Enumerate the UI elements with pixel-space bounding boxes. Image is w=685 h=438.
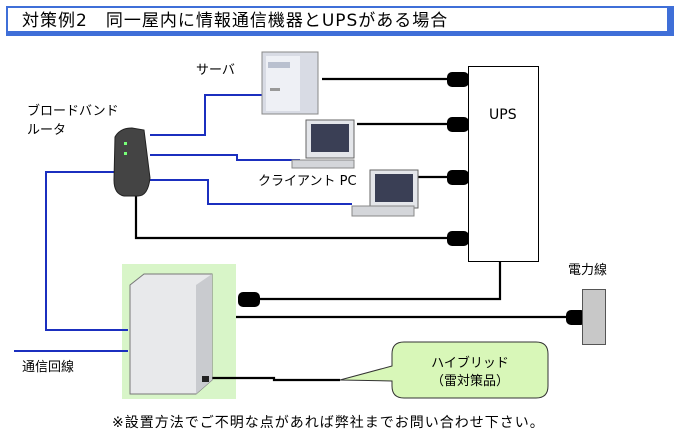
plug-power-line bbox=[566, 310, 586, 325]
client-pc-label: クライアント PC bbox=[258, 174, 357, 189]
comm-line-label: 通信回線 bbox=[22, 360, 75, 375]
plug-server bbox=[447, 72, 469, 87]
page-title: 対策例2 同一屋内に情報通信機器とUPSがある場合 bbox=[22, 11, 449, 31]
router-label-line2: ルータ bbox=[27, 123, 67, 138]
title-bar: 対策例2 同一屋内に情報通信機器とUPSがある場合 bbox=[6, 6, 674, 36]
router-power-cable bbox=[134, 195, 450, 240]
server-icon bbox=[261, 51, 319, 115]
router-icon bbox=[113, 127, 151, 197]
power-line-label: 電力線 bbox=[568, 263, 608, 278]
plug-surge-in bbox=[238, 292, 260, 307]
ups-input-cable bbox=[255, 262, 502, 301]
comm-line-router bbox=[45, 171, 128, 331]
hybrid-sublabel: （雷対策品） bbox=[430, 374, 509, 389]
hybrid-label: ハイブリッド bbox=[431, 356, 509, 371]
plug-pc2 bbox=[447, 170, 469, 185]
footer-note: ※設置方法でご不明な点があれば弊社までお問い合わせ下さい。 bbox=[112, 415, 545, 431]
hybrid-surge-device-icon bbox=[129, 273, 213, 395]
client-pc-1-icon bbox=[291, 119, 355, 169]
hybrid-callout-text: ハイブリッド （雷対策品） bbox=[400, 355, 540, 391]
ups-label: UPS bbox=[489, 107, 517, 123]
server-label: サーバ bbox=[196, 63, 235, 78]
power-outlet-icon bbox=[582, 289, 606, 345]
hybrid-callout-bubble bbox=[339, 341, 549, 399]
router-label-line1: ブロードバンド bbox=[27, 104, 119, 119]
client-pc-2-icon bbox=[351, 169, 419, 217]
plug-router bbox=[447, 231, 469, 246]
router-to-pc1-line bbox=[150, 154, 300, 161]
plug-pc1 bbox=[447, 117, 469, 132]
ups-box: UPS bbox=[468, 66, 539, 262]
router-to-pc2-line bbox=[150, 179, 352, 205]
router-to-server-line bbox=[150, 94, 270, 136]
surge-to-comm-cable bbox=[212, 376, 340, 382]
